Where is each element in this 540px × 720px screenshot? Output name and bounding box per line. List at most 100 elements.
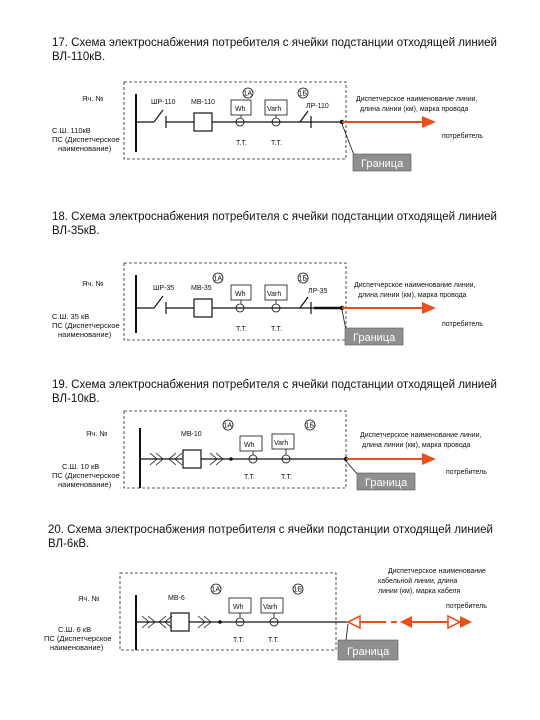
boundary-label: Граница <box>353 332 396 344</box>
ct-label: Т.Т. <box>236 326 247 333</box>
boundary-box <box>356 472 416 491</box>
current-transformer <box>235 117 245 127</box>
meter-tag-a <box>222 419 234 431</box>
line-disconnector-label: ЛР-110 <box>306 103 329 110</box>
substation-label: наименование) <box>58 144 112 153</box>
boundary-pointer <box>341 309 347 331</box>
line-description: длина линии (км), марка провода <box>358 292 467 299</box>
boundary-pointer <box>345 623 349 641</box>
scheme-title-line2: ВЛ-10кВ. <box>52 393 100 405</box>
line-description: линии (км), марка кабеля <box>378 587 460 595</box>
plug-contact-symbol <box>147 615 156 629</box>
substation-label: наименование) <box>58 330 112 339</box>
connection-point <box>229 457 233 461</box>
disconnector-symbol <box>153 295 164 309</box>
cell-label: Яч. № <box>82 279 104 288</box>
ct-label: Т.Т. <box>281 474 292 481</box>
disconnector-label: ШР-35 <box>153 285 174 292</box>
meter-tag-a-label: 1А <box>212 587 221 594</box>
plug-contact-symbol <box>197 615 206 629</box>
plug-contact-symbol <box>174 452 183 466</box>
meter-label-varh: Varh <box>263 604 277 611</box>
consumer-label: потребитель <box>442 132 483 140</box>
connection-point <box>218 620 222 624</box>
meter-tag-a <box>210 583 222 595</box>
plug-contact-symbol <box>209 452 218 466</box>
power-line-arrow <box>422 453 436 465</box>
line-disconnector-symbol <box>299 296 309 309</box>
consumer-label: потребитель <box>442 320 483 328</box>
cell-label: Яч. № <box>82 94 104 103</box>
cell-boundary-box <box>123 410 347 489</box>
plug-contact-symbol <box>158 615 167 629</box>
substation-label: С.Ш. 6 кВ <box>58 625 91 634</box>
meter-tag-b-label: 1Б <box>299 276 308 283</box>
breaker-symbol <box>170 612 190 632</box>
power-line-arrow <box>422 302 436 314</box>
breaker-symbol <box>193 298 213 318</box>
meter-tag-a-label: 1А <box>224 423 233 430</box>
line-description: кабельной линии, длина <box>378 577 458 585</box>
line-description: Диспетчерское наименование линии, <box>360 432 482 439</box>
current-transformer <box>235 303 245 313</box>
ct-label: Т.Т. <box>236 140 247 147</box>
meter-label-wh: Wh <box>233 604 244 611</box>
meter-tag-b-label: 1Б <box>299 91 308 98</box>
consumer-label: потребитель <box>446 468 487 476</box>
energy-meter-active <box>239 435 263 452</box>
boundary-box <box>344 327 404 346</box>
meter-label-wh: Wh <box>244 442 255 449</box>
meter-tag-b-label: 1Б <box>294 587 303 594</box>
boundary-pointer <box>345 460 359 476</box>
cable-end-symbol <box>447 614 462 630</box>
cable-arrow-left <box>400 616 412 628</box>
breaker-label: МВ-110 <box>191 99 215 106</box>
breaker-symbol <box>182 449 202 469</box>
plug-contact-symbol <box>203 615 212 629</box>
meter-label-wh: Wh <box>235 291 246 298</box>
line-disconnector-symbol <box>299 110 309 123</box>
meter-tag-b <box>297 87 309 99</box>
ct-label: Т.Т. <box>271 140 282 147</box>
scheme-title: 18. Схема электроснабжения потребителя с… <box>52 211 497 223</box>
disconnector-label: ШР-110 <box>151 99 176 106</box>
line-description: Диспетчерское наименование линии, <box>354 282 476 289</box>
boundary-label: Граница <box>365 477 408 489</box>
meter-tag-b <box>304 419 316 431</box>
boundary-label: Граница <box>347 646 390 658</box>
breaker-label: МВ-35 <box>191 285 212 292</box>
ct-label: Т.Т. <box>233 637 244 644</box>
substation-label: С.Ш. 35 кВ <box>52 312 89 321</box>
substation-label: С.Ш. 110кВ <box>52 126 91 135</box>
cable-arrow-right <box>460 616 472 628</box>
consumer-label: потребитель <box>446 602 487 610</box>
breaker-symbol <box>193 112 213 132</box>
boundary-box <box>352 153 412 172</box>
meter-label-wh: Wh <box>235 106 246 113</box>
boundary-pointer <box>341 123 355 156</box>
plug-contact-symbol <box>215 452 224 466</box>
meter-tag-b <box>297 272 309 284</box>
scheme-title: 17. Схема электроснабжения потребителя с… <box>52 37 497 49</box>
scheme-title: 19. Схема электроснабжения потребителя с… <box>52 379 497 391</box>
energy-meter-reactive <box>260 597 284 614</box>
scheme-18: 18. Схема электроснабжения потребителя с… <box>52 211 497 346</box>
scheme-20: 20. Схема электроснабжения потребителя с… <box>44 524 493 661</box>
cell-boundary-box <box>123 81 347 160</box>
cable-end-symbol <box>346 614 361 630</box>
substation-label: ПС (Диспетчерское <box>52 135 120 144</box>
breaker-label: МВ-10 <box>181 431 202 438</box>
breaker-label: МВ-6 <box>168 595 185 602</box>
substation-label: ПС (Диспетчерское <box>52 471 120 480</box>
scheme-title-line2: ВЛ-35кВ. <box>52 225 100 237</box>
plug-contact-symbol <box>164 615 173 629</box>
ct-label: Т.Т. <box>271 326 282 333</box>
scheme-title: 20. Схема электроснабжения потребителя с… <box>48 524 493 536</box>
meter-tag-a-label: 1А <box>214 276 223 283</box>
plug-contact-symbol <box>141 615 150 629</box>
line-description: Диспетчерское наименование <box>388 568 486 575</box>
boundary-label: Граница <box>361 158 404 170</box>
disconnector-symbol <box>153 109 164 123</box>
ct-label: Т.Т. <box>268 637 279 644</box>
